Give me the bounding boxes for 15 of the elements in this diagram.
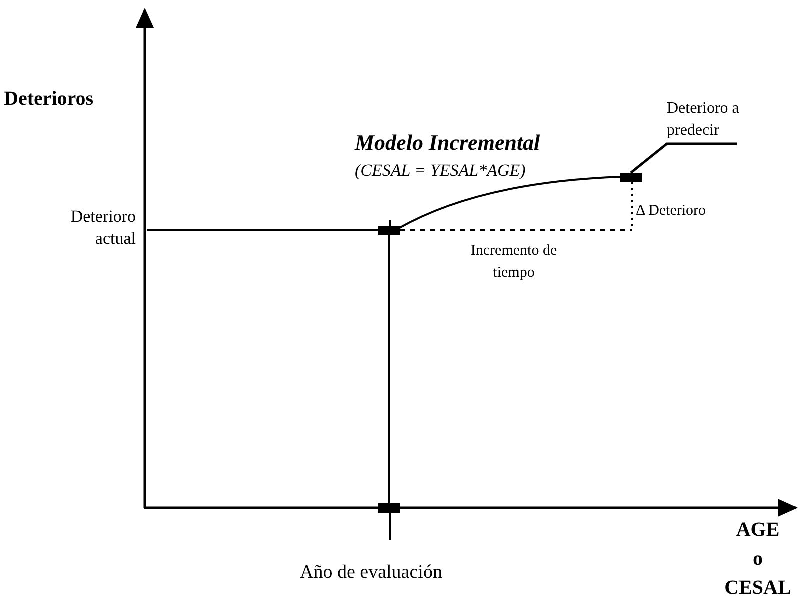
delta-label: Δ Deterioro <box>636 202 708 221</box>
model-title: Modelo Incremental <box>355 132 542 154</box>
point-marker <box>378 503 400 513</box>
axis-label: Deterioro actual <box>70 206 136 250</box>
current-level-line <box>147 230 378 232</box>
leader-line <box>630 142 737 174</box>
interval-label: Incremento de tiempo <box>470 242 558 283</box>
formula: (CESAL = YESAL*AGE) <box>355 160 527 182</box>
axis-title: AGE o CESAL <box>724 518 792 601</box>
point-marker <box>378 226 400 235</box>
callout-text: Deterioro a predecir <box>667 98 787 142</box>
axis-label: Año de evaluación <box>300 562 444 584</box>
evaluation-year-line <box>388 235 390 503</box>
point-marker <box>620 173 642 182</box>
axis-title: Deterioros <box>4 88 95 110</box>
